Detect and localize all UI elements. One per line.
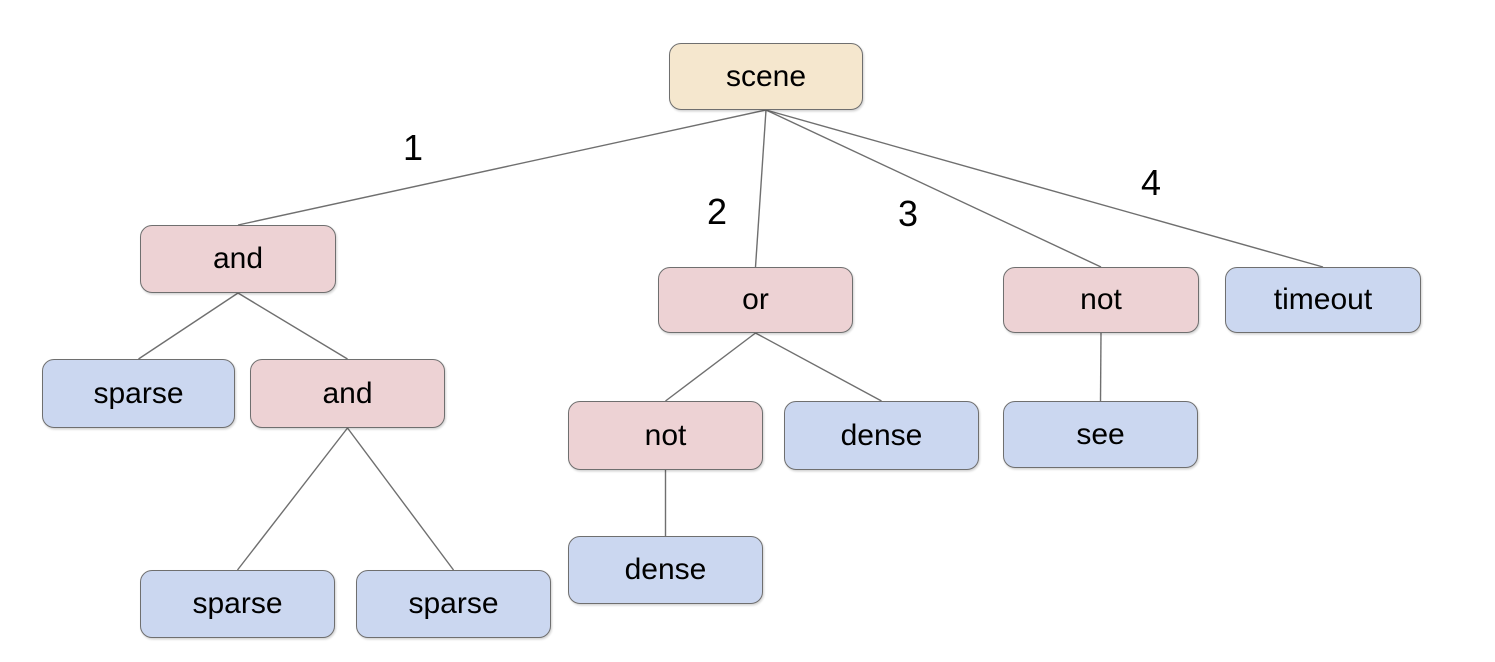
edge-not1-see bbox=[1099, 332, 1102, 402]
node-see: see bbox=[1003, 401, 1198, 468]
node-sparse2: sparse bbox=[140, 570, 335, 638]
node-label: sparse bbox=[192, 587, 283, 620]
edge-and1-and2 bbox=[237, 292, 348, 360]
node-label: not bbox=[644, 418, 687, 452]
node-not2: not bbox=[568, 401, 763, 470]
node-label: dense bbox=[624, 553, 707, 586]
edge-scene-or1 bbox=[754, 109, 767, 268]
edge-label-3: 3 bbox=[897, 193, 919, 234]
node-label: see bbox=[1076, 417, 1125, 451]
edge-label-1: 1 bbox=[402, 127, 424, 168]
node-dense2: dense bbox=[568, 536, 763, 604]
edge-and2-sparse2 bbox=[236, 427, 349, 571]
edge-or1-not2 bbox=[665, 332, 756, 402]
node-label: sparse bbox=[408, 587, 499, 620]
node-label: scene bbox=[725, 59, 807, 93]
node-and2: and bbox=[250, 359, 445, 428]
node-not1: not bbox=[1003, 267, 1199, 333]
edge-or1-dense1 bbox=[755, 332, 882, 402]
node-timeout: timeout bbox=[1225, 267, 1421, 333]
node-label: and bbox=[212, 242, 264, 275]
edge-scene-timeout bbox=[765, 109, 1324, 268]
node-or1: or bbox=[658, 267, 853, 333]
node-label: timeout bbox=[1273, 283, 1373, 316]
node-label: not bbox=[1080, 283, 1122, 316]
edge-scene-and1 bbox=[237, 109, 767, 226]
edge-and1-sparse1 bbox=[138, 292, 239, 360]
node-label: sparse bbox=[93, 376, 184, 410]
node-sparse1: sparse bbox=[42, 359, 235, 428]
node-label: or bbox=[742, 283, 769, 316]
edge-label-4: 4 bbox=[1140, 162, 1162, 203]
node-label: and bbox=[322, 376, 373, 410]
node-sparse3: sparse bbox=[356, 570, 551, 638]
node-dense1: dense bbox=[784, 401, 979, 470]
node-label: dense bbox=[840, 418, 923, 452]
edge-label-2: 2 bbox=[706, 191, 728, 232]
edge-scene-not1 bbox=[765, 109, 1102, 268]
edge-and2-sparse3 bbox=[346, 427, 455, 571]
node-scene: scene bbox=[669, 43, 863, 110]
node-and1: and bbox=[140, 225, 336, 293]
